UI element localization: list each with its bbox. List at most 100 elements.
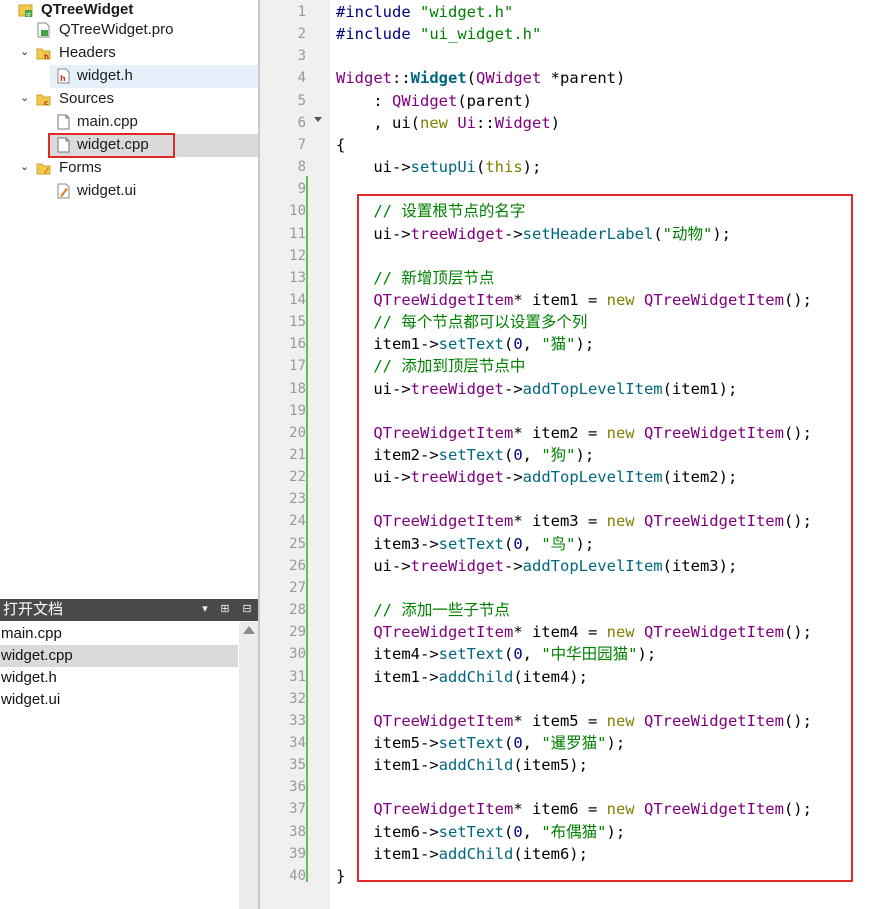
line-number: 5 [297,92,306,109]
code-line[interactable]: } [336,865,345,887]
code-token: QTreeWidgetItem [373,423,514,442]
svg-text:h: h [44,53,49,61]
code-line[interactable]: item6->setText(0, "布偶猫"); [336,821,625,843]
code-line[interactable]: QTreeWidgetItem* item5 = new QTreeWidget… [336,710,812,732]
code-line[interactable]: ui->treeWidget->addTopLevelItem(item2); [336,466,737,488]
tree-item-main-cpp[interactable]: main.cpp [0,111,258,134]
code-token: *parent) [541,69,626,88]
code-line[interactable]: // 添加一些子节点 [336,599,510,621]
line-number: 10 [289,203,306,220]
code-line[interactable]: item1->addChild(item4); [336,666,588,688]
code-line[interactable]: QTreeWidgetItem* item1 = new QTreeWidget… [336,289,812,311]
expand-arrow-icon[interactable]: ⌄ [20,161,30,173]
code-token: "狗" [541,446,576,464]
tree-item-qtreewidget-pro[interactable]: QTreeWidget.pro [0,19,258,42]
code-token: item6-> [336,822,439,841]
close-pane-icon[interactable]: ⊟ [242,603,252,615]
code-token: ); [712,224,731,243]
line-number: 3 [297,48,306,65]
tree-item-label: main.cpp [77,113,138,130]
code-line[interactable]: ui->setupUi(this); [336,156,541,178]
code-token: ( [503,645,514,664]
line-number: 36 [289,779,306,796]
panel-splitter[interactable] [258,0,260,909]
code-line[interactable]: : QWidget(parent) [336,90,532,112]
code-token: // 新增顶层节点 [336,268,495,287]
code-token: : [336,91,392,110]
code-line[interactable]: ui->treeWidget->addTopLevelItem(item1); [336,378,737,400]
code-line[interactable]: item4->setText(0, "中华田园猫"); [336,643,656,665]
code-line[interactable]: ui->treeWidget->setHeaderLabel("动物"); [336,223,731,245]
tree-item-widget-cpp[interactable]: widget.cpp [50,134,258,157]
code-token: (); [783,623,812,642]
expand-arrow-icon[interactable]: ⌄ [20,92,30,104]
line-number: 16 [289,336,306,353]
code-line[interactable]: // 每个节点都可以设置多个列 [336,311,587,333]
code-token: new [606,800,635,819]
code-token: ); [637,645,657,664]
code-line[interactable]: // 设置根节点的名字 [336,200,525,222]
code-line[interactable]: ui->treeWidget->addTopLevelItem(item3); [336,555,737,577]
code-token: addTopLevelItem [522,379,663,398]
svg-text:qt: qt [26,12,31,18]
code-token: (item5); [513,756,588,775]
code-token: item1-> [336,844,439,863]
code-token: QTreeWidgetItem [373,800,514,819]
tree-item-widget-ui[interactable]: widget.ui [0,180,258,203]
code-line[interactable]: QTreeWidgetItem* item6 = new QTreeWidget… [336,798,812,820]
open-document-item[interactable]: widget.ui [0,689,238,711]
code-token: , [522,534,542,553]
code-line[interactable]: QTreeWidgetItem* item4 = new QTreeWidget… [336,621,812,643]
code-token: QWidget [392,91,458,110]
line-number: 29 [289,624,306,641]
dropdown-arrow-icon[interactable]: ▾ [202,603,208,615]
code-line[interactable]: QTreeWidgetItem* item2 = new QTreeWidget… [336,422,812,444]
code-token: (item3); [662,556,738,575]
code-line[interactable]: item5->setText(0, "暹罗猫"); [336,732,625,754]
code-token: -> [503,468,523,487]
changed-lines-marker [306,176,308,882]
code-line[interactable]: Widget::Widget(QWidget *parent) [336,67,625,89]
open-documents-scrollbar[interactable] [239,622,258,909]
scroll-up-arrow-icon[interactable] [243,626,255,634]
code-token: (item6); [513,844,588,863]
code-line[interactable]: , ui(new Ui::Widget) [336,112,560,134]
code-token: new [606,423,635,442]
code-token: Widget [494,113,551,132]
code-line[interactable]: #include "widget.h" [336,1,513,23]
code-line[interactable]: { [336,134,345,156]
line-number: 2 [297,26,306,43]
line-number: 12 [289,247,306,264]
code-line[interactable]: #include "ui_widget.h" [336,23,541,45]
code-line[interactable]: QTreeWidgetItem* item3 = new QTreeWidget… [336,510,812,532]
tree-item-forms[interactable]: ⌄Forms [0,157,258,180]
open-document-label: main.cpp [1,625,62,642]
open-document-item[interactable]: main.cpp [0,623,238,645]
code-editor[interactable] [330,0,874,909]
code-token: "布偶猫" [541,822,607,841]
code-token: // 添加到顶层节点中 [336,357,526,376]
code-token: item2-> [336,446,439,464]
open-document-item[interactable]: widget.h [0,667,238,689]
code-line[interactable]: item2->setText(0, "狗"); [336,444,594,466]
line-number: 34 [289,734,306,751]
fold-arrow-icon[interactable] [314,117,322,122]
code-token: item4-> [336,645,439,664]
code-token: ); [606,822,626,841]
code-line[interactable]: item1->addChild(item6); [336,843,588,865]
code-token: setText [438,335,504,354]
split-view-icon[interactable]: ⊞ [220,603,230,615]
line-number: 28 [289,602,306,619]
code-token: , ui( [336,113,420,132]
code-line[interactable]: // 添加到顶层节点中 [336,355,525,377]
code-line[interactable]: // 新增顶层节点 [336,267,494,289]
code-line[interactable]: item1->addChild(item5); [336,754,588,776]
expand-arrow-icon[interactable]: ⌄ [20,46,30,58]
code-line[interactable]: item3->setText(0, "鸟"); [336,533,594,555]
code-line[interactable]: item1->setText(0, "猫"); [336,333,594,355]
open-document-item[interactable]: widget.cpp [0,645,238,667]
